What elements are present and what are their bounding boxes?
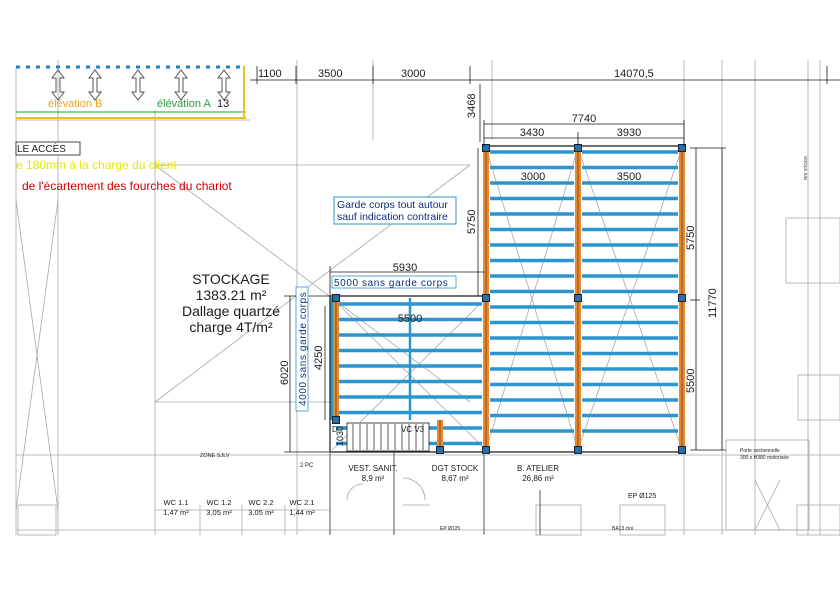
dim-3500-inner: 3500 [617, 171, 641, 183]
dim-4000-no-guard: 4000 sans garde corps [298, 292, 309, 406]
room-vest-area: 8,9 m² [362, 474, 385, 483]
dim-3430: 3430 [520, 127, 544, 139]
dim-3000-inner: 3000 [521, 171, 545, 183]
wc-2-1-name: WC 2.1 [289, 498, 314, 507]
label-d: D [332, 425, 338, 434]
dim-5750-left: 5750 [466, 210, 478, 234]
rev-label: NIV STOCK [803, 156, 808, 180]
guardrail-line1: Garde corps tout autour [337, 199, 448, 211]
elevation-number: 13 [217, 98, 229, 110]
column-post [436, 446, 444, 454]
dim-14070: 14070,5 [614, 68, 654, 80]
room-vest-name: VEST. SANIT. [348, 464, 397, 473]
wc-1-2-area: 3,05 m² [206, 508, 232, 517]
mezzanine-structure [329, 144, 686, 454]
room-atelier-area: 26,86 m² [522, 474, 554, 483]
ba-label: BA13 cloi [612, 526, 633, 532]
room-atelier-name: B. ATELIER [517, 464, 559, 473]
wc-2-2-area: 3,05 m² [248, 508, 274, 517]
column-post [678, 144, 686, 152]
dim-1100: 1100 [258, 68, 282, 80]
wc-1-1-area: 1,47 m² [163, 508, 189, 517]
porte-label: Porte sectionnelle [740, 448, 780, 454]
room-dgt-name: DGT STOCK [432, 464, 479, 473]
access-notes: LE ACCÈS e 180mm à la charge du client d… [15, 141, 232, 193]
elevation-b-label: élévation B [48, 98, 102, 110]
elevation-legend: élévation B élévation A 13 [16, 65, 246, 119]
storage-label: STOCKAGE 1383.21 m² Dallage quartzé char… [182, 271, 280, 335]
dim-1030: 1030 [335, 426, 345, 446]
ep-label-2: EP Ø125 [440, 526, 460, 532]
zone-label: ZONE SJLV [200, 453, 230, 459]
storage-floor: Dallage quartzé [182, 303, 280, 319]
wc-2-1-area: 1,44 m² [289, 508, 315, 517]
dim-5930: 5930 [393, 262, 417, 274]
column-post [574, 294, 582, 302]
dim-3000-top: 3000 [401, 68, 425, 80]
column-post [482, 144, 490, 152]
dim-5000-no-guard: 5000 sans garde corps [334, 278, 448, 289]
access-label: LE ACCÈS [17, 142, 66, 155]
wc-2-2-name: WC 2.2 [248, 498, 273, 507]
dim-11770: 11770 [707, 288, 719, 318]
dim-3468: 3468 [466, 94, 478, 118]
column-post [574, 446, 582, 454]
storage-area: 1383.21 m² [196, 287, 267, 303]
room-dgt-area: 8,67 m² [441, 474, 468, 483]
wc-1-2-name: WC 1.2 [206, 498, 231, 507]
guardrail-line2: sauf indication contraire [337, 211, 448, 223]
porte-label-2: 300 x H380 motorisée [740, 455, 789, 461]
guardrail-note: Garde corps tout autour sauf indication … [333, 196, 457, 225]
pc-label: 2 PC [300, 463, 314, 469]
column-post [482, 294, 490, 302]
dim-6020: 6020 [279, 361, 291, 385]
dim-3500-top: 3500 [318, 68, 342, 80]
column-post [678, 294, 686, 302]
wc-1-1-name: WC 1.1 [163, 498, 188, 507]
label-vc: VC V3 [401, 425, 425, 434]
column-post [332, 294, 340, 302]
mezzanine-dimensions: 7740 3430 3930 3000 3500 5750 11770 5500… [279, 113, 726, 453]
column-post [332, 416, 340, 424]
dim-5750-right: 5750 [685, 226, 697, 250]
ground-rooms: VEST. SANIT. 8,9 m² DGT STOCK 8,67 m² B.… [155, 156, 808, 535]
ep-label: EP Ø125 [628, 493, 656, 500]
dim-7740: 7740 [572, 113, 596, 125]
note-red: de l'écartement des fourches du chariot [22, 179, 232, 193]
storage-load: charge 4T/m² [189, 319, 273, 335]
top-dimension-strip: 1100 3500 3000 14070,5 3468 [250, 66, 840, 142]
elevation-a-label: élévation A [157, 98, 211, 110]
storage-title: STOCKAGE [192, 271, 270, 287]
column-post [678, 446, 686, 454]
note-yellow: e 180mm à la charge du client [16, 158, 177, 172]
dim-4250: 4250 [313, 346, 325, 370]
dim-5500-right: 5500 [685, 369, 697, 393]
column-post [482, 446, 490, 454]
dim-3930: 3930 [617, 127, 641, 139]
dim-5500-inner: 5500 [398, 313, 422, 325]
